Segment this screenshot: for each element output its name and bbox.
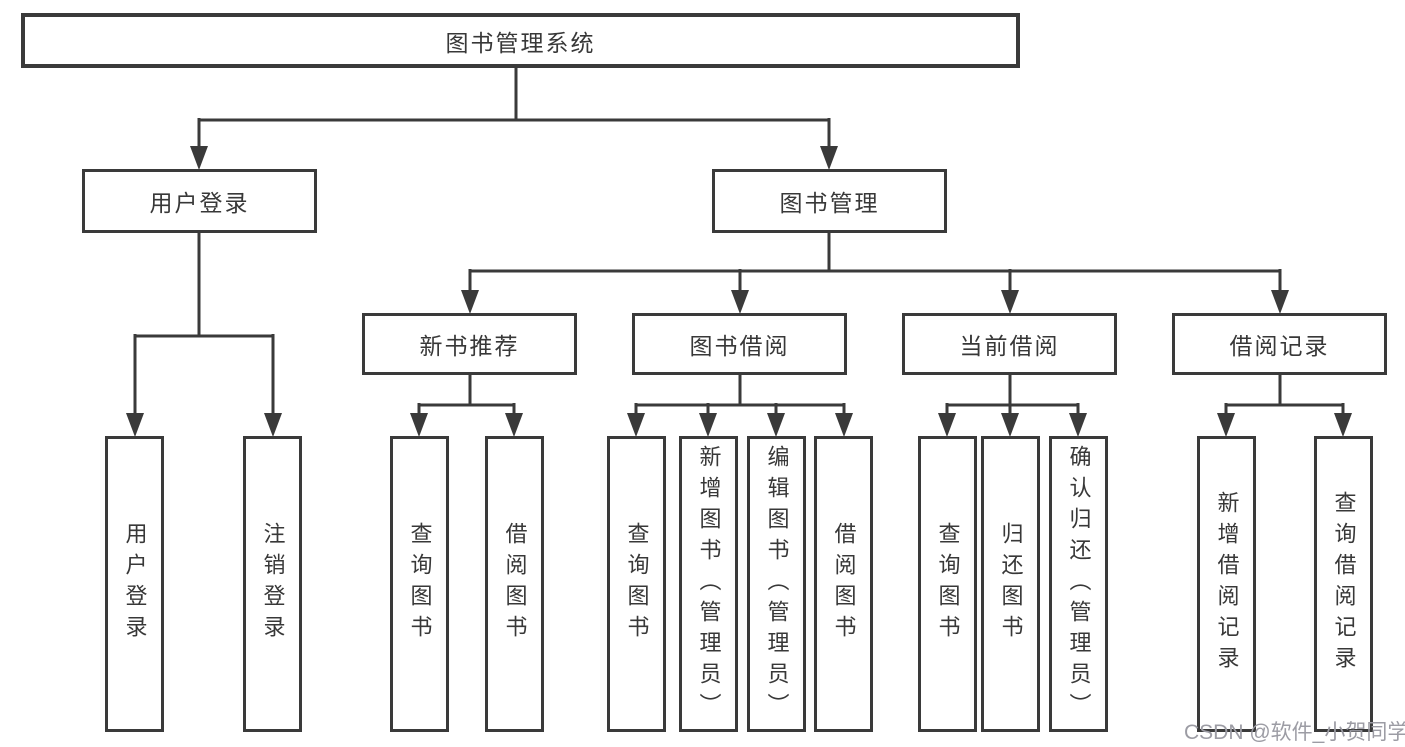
node-label: 用户登录 bbox=[122, 522, 148, 646]
node-book-management: 图书管理 bbox=[712, 169, 947, 233]
node-current-borrow: 当前借阅 bbox=[902, 313, 1117, 375]
leaf-query-books-borrowing: 查询图书 bbox=[607, 436, 666, 732]
node-label: 编辑图书（管理员） bbox=[764, 444, 790, 724]
node-label: 借阅图书 bbox=[831, 522, 857, 646]
node-book-borrowing: 图书借阅 bbox=[632, 313, 847, 375]
node-label: 查询图书 bbox=[407, 522, 433, 646]
node-new-book-recommend: 新书推荐 bbox=[362, 313, 577, 375]
node-label: 图书管理系统 bbox=[445, 29, 596, 56]
node-system-root: 图书管理系统 bbox=[21, 13, 1020, 68]
node-label: 新书推荐 bbox=[419, 333, 520, 359]
node-label: 图书借阅 bbox=[689, 333, 790, 359]
node-borrow-records: 借阅记录 bbox=[1172, 313, 1387, 375]
node-label: 归还图书 bbox=[998, 522, 1024, 646]
node-label: 查询图书 bbox=[935, 522, 961, 646]
leaf-edit-books-admin: 编辑图书（管理员） bbox=[747, 436, 806, 732]
node-label: 当前借阅 bbox=[959, 333, 1060, 359]
node-label: 用户登录 bbox=[149, 190, 250, 216]
leaf-query-books-current: 查询图书 bbox=[918, 436, 977, 732]
node-label: 借阅记录 bbox=[1229, 333, 1330, 359]
node-user-login: 用户登录 bbox=[82, 169, 317, 233]
leaf-confirm-return-admin: 确认归还（管理员） bbox=[1049, 436, 1108, 732]
node-label: 借阅图书 bbox=[502, 522, 528, 646]
leaf-query-books-recommend: 查询图书 bbox=[390, 436, 449, 732]
node-label: 注销登录 bbox=[260, 522, 286, 646]
leaf-borrow-books: 借阅图书 bbox=[814, 436, 873, 732]
arrowheads bbox=[126, 146, 1352, 437]
leaf-add-books-admin: 新增图书（管理员） bbox=[679, 436, 738, 732]
node-label: 查询借阅记录 bbox=[1331, 491, 1357, 677]
leaf-user-login: 用户登录 bbox=[105, 436, 164, 732]
node-label: 新增借阅记录 bbox=[1214, 491, 1240, 677]
csdn-watermark: CSDN @软件_小贺同学 bbox=[1184, 721, 1405, 744]
leaf-add-borrow-record: 新增借阅记录 bbox=[1197, 436, 1256, 732]
node-label: 查询图书 bbox=[624, 522, 650, 646]
leaf-return-books: 归还图书 bbox=[981, 436, 1040, 732]
node-label: 图书管理 bbox=[779, 190, 880, 216]
leaf-logout: 注销登录 bbox=[243, 436, 302, 732]
node-label: 新增图书（管理员） bbox=[696, 444, 722, 724]
node-label: 确认归还（管理员） bbox=[1066, 444, 1092, 724]
leaf-query-borrow-record: 查询借阅记录 bbox=[1314, 436, 1373, 732]
leaf-borrow-books-recommend: 借阅图书 bbox=[485, 436, 544, 732]
